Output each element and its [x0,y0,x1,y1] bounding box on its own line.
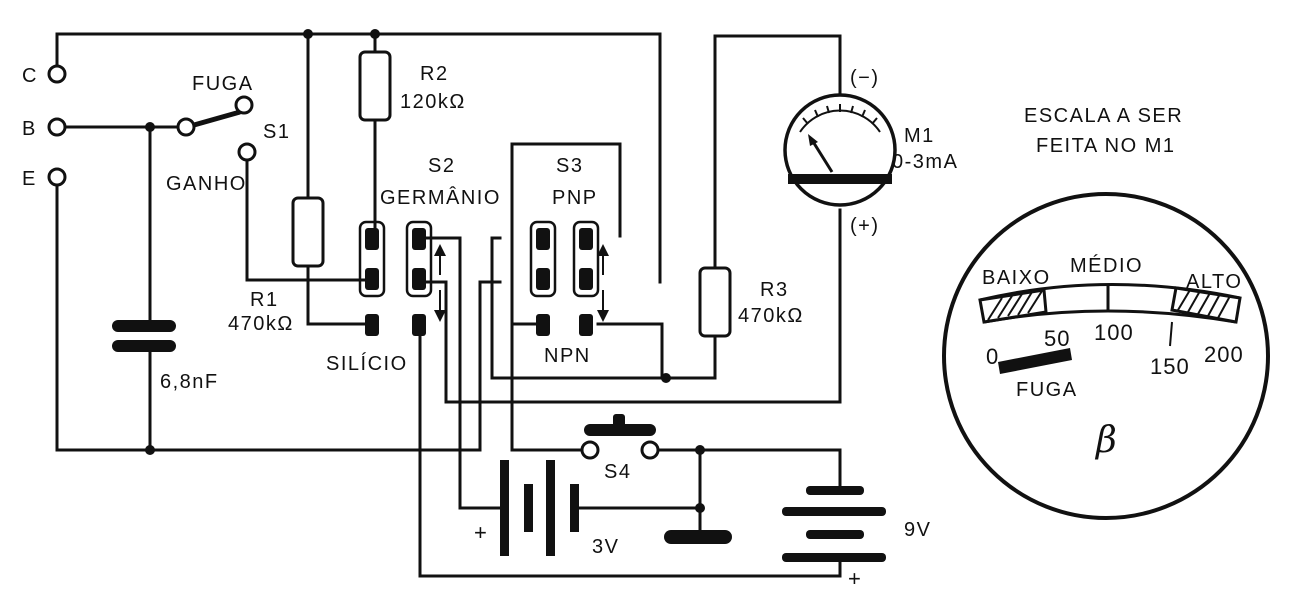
switch-s2: S2 GERMÂNIO SILÍCIO [326,155,501,375]
svg-text:NPN: NPN [544,345,591,367]
terminal-b: B [22,117,67,140]
svg-text:470kΩ: 470kΩ [738,305,804,327]
terminal-c: C [22,64,67,87]
svg-text:B: B [22,118,37,140]
switch-s1: FUGA S1 GANHO [166,73,290,195]
svg-text:100: 100 [1094,320,1134,345]
svg-text:120kΩ: 120kΩ [400,91,466,113]
svg-text:(−): (−) [850,67,880,89]
switch-s3: S3 PNP NPN [529,155,609,367]
s1-fuga-label: FUGA [192,73,254,95]
switch-s4: S4 [580,414,660,483]
svg-text:6,8nF: 6,8nF [160,371,219,393]
meter-scale-face: BAIXO MÉDIO ALTO 0 50 100 150 200 FUGA β [942,192,1270,520]
svg-text:M1: M1 [904,125,935,147]
svg-text:150: 150 [1150,354,1190,379]
svg-text:β: β [1094,420,1117,461]
svg-text:R3: R3 [760,279,789,301]
svg-text:FEITA NO M1: FEITA NO M1 [1036,135,1175,157]
svg-text:E: E [22,168,37,190]
svg-text:PNP: PNP [552,187,598,209]
scale-title: ESCALA A SER FEITA NO M1 [1024,105,1183,157]
svg-text:50: 50 [1044,326,1070,351]
svg-text:R1: R1 [250,289,279,311]
svg-text:C: C [22,65,38,87]
svg-text:0-3mA: 0-3mA [892,151,958,173]
svg-text:3V: 3V [592,536,619,558]
s1-ganho-label: GANHO [166,173,247,195]
svg-text:S2: S2 [428,155,455,177]
battery-9v: 9V + [782,486,931,591]
capacitor: 6,8nF [112,320,219,393]
svg-text:+: + [848,566,862,591]
svg-text:FUGA: FUGA [1016,379,1078,401]
svg-text:ESCALA A SER: ESCALA A SER [1024,105,1183,127]
svg-text:+: + [474,520,488,545]
s1-label: S1 [263,121,290,143]
junction-dots [145,29,705,513]
svg-text:MÉDIO: MÉDIO [1070,254,1143,277]
svg-text:R2: R2 [420,63,449,85]
svg-text:9V: 9V [904,519,931,541]
terminal-e: E [22,167,67,190]
resistor-r3: R3 470kΩ [698,266,804,338]
ground-bar [664,530,732,544]
svg-text:GERMÂNIO: GERMÂNIO [380,186,501,209]
svg-text:BAIXO: BAIXO [982,267,1051,289]
svg-text:S4: S4 [604,461,631,483]
resistor-r2: R2 120kΩ [358,50,466,122]
svg-text:S3: S3 [556,155,583,177]
meter-m1: (−) (+) M1 0-3mA [783,67,958,237]
resistor-r1: R1 470kΩ [228,196,325,335]
wiring [55,32,842,578]
svg-text:200: 200 [1204,342,1244,367]
svg-text:ALTO: ALTO [1186,271,1242,293]
battery-3v: + 3V [474,460,619,558]
svg-text:0: 0 [986,344,999,369]
svg-text:SILÍCIO: SILÍCIO [326,352,408,375]
svg-text:470kΩ: 470kΩ [228,313,294,335]
svg-text:(+): (+) [850,215,880,237]
